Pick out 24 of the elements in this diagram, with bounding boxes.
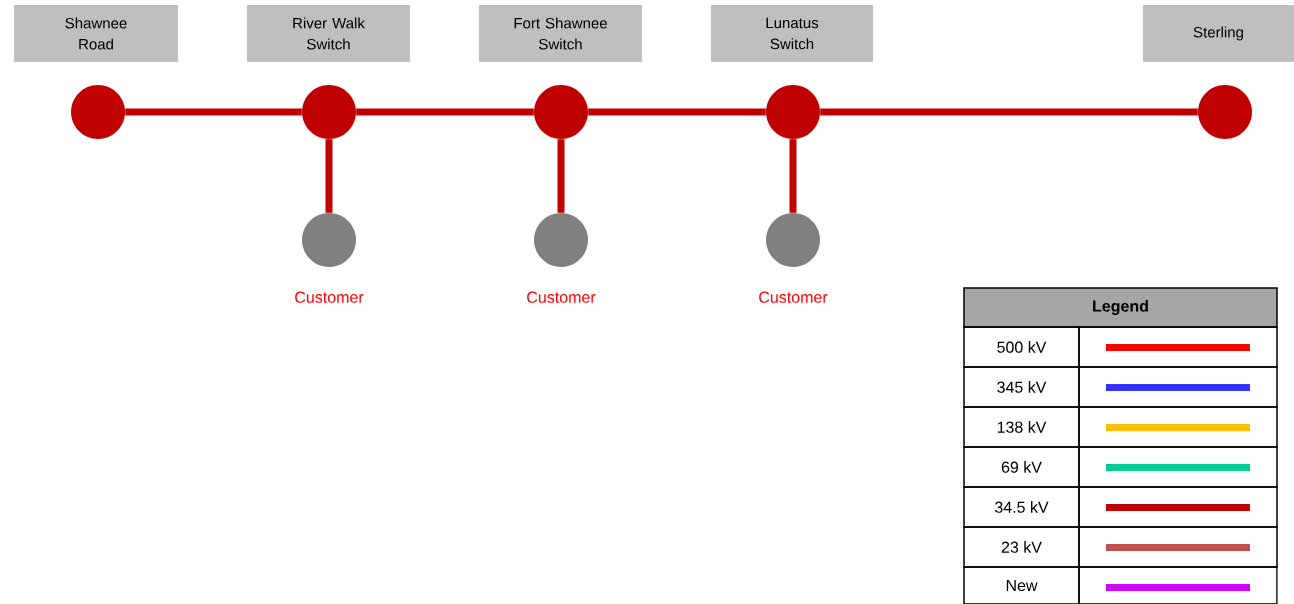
bus-circle <box>71 85 125 139</box>
bus-circle <box>766 85 820 139</box>
station-label-box: Shawnee Road <box>14 5 178 62</box>
legend-cell: 23 kV <box>963 526 1080 568</box>
bus-circle <box>534 85 588 139</box>
station-label-box: Sterling <box>1143 5 1294 62</box>
bus-circle <box>534 213 588 267</box>
customer-label: Customer <box>527 291 596 303</box>
bus-circle <box>766 213 820 267</box>
bus-circle <box>302 85 356 139</box>
legend-cell: 34.5 kV <box>963 486 1080 528</box>
legend-header: Legend <box>963 287 1278 328</box>
station-label-box: Fort Shawnee Switch <box>479 5 642 62</box>
station-label-box: Lunatus Switch <box>711 5 873 62</box>
legend-cell: 138 kV <box>963 406 1080 448</box>
legend-cell: New <box>963 566 1080 604</box>
legend-cell: 500 kV <box>963 326 1080 368</box>
bus-circle <box>302 213 356 267</box>
legend-cell: 69 kV <box>963 446 1080 488</box>
bus-circle <box>1198 85 1252 139</box>
station-label-box: River Walk Switch <box>247 5 410 62</box>
customer-label: Customer <box>759 291 828 303</box>
customer-label: Customer <box>295 291 364 303</box>
legend-cell: 345 kV <box>963 366 1080 408</box>
